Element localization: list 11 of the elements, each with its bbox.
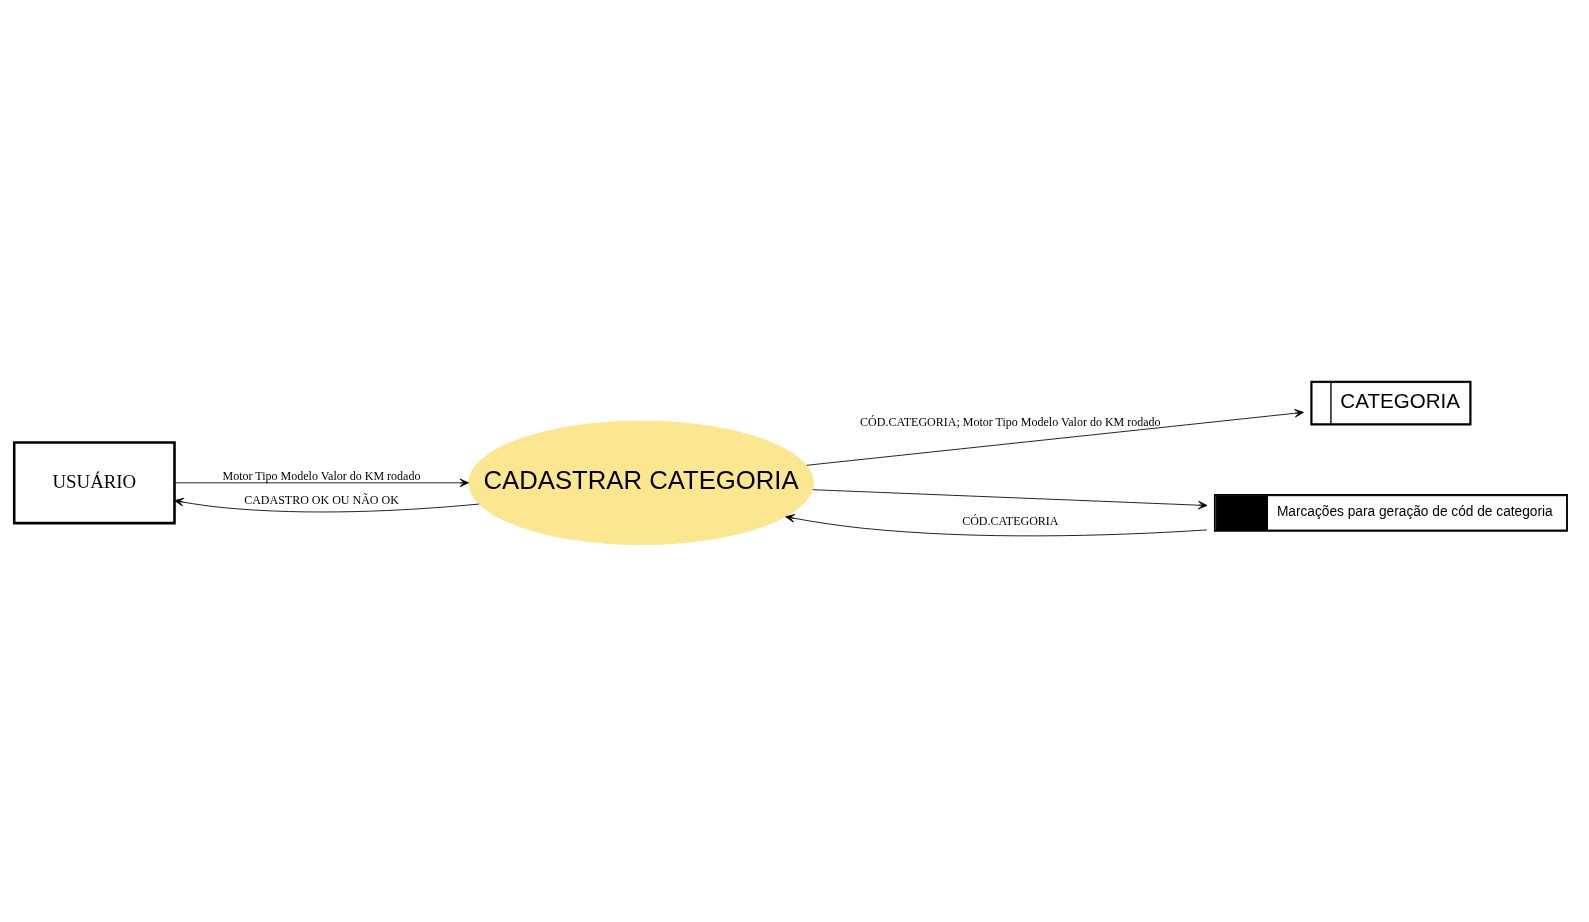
arrow	[174, 497, 480, 513]
edge-label: CÓD.CATEGORIA	[962, 514, 1059, 529]
arrow	[785, 514, 1208, 537]
edge-label: CÓD.CATEGORIA; Motor Tipo Modelo Valor do KM rodado	[860, 415, 1161, 430]
node-box: USUÁRIO	[12, 441, 176, 525]
arrow	[806, 409, 1304, 466]
arrow	[812, 489, 1208, 510]
edge-label: CADASTRO OK OU NÃO OK	[244, 493, 399, 508]
edge-label: Motor Tipo Modelo Valor do KM rodado	[222, 468, 421, 483]
node-ellipse: CADASTRAR CATEGORIA	[468, 420, 814, 545]
arrow	[174, 478, 469, 488]
